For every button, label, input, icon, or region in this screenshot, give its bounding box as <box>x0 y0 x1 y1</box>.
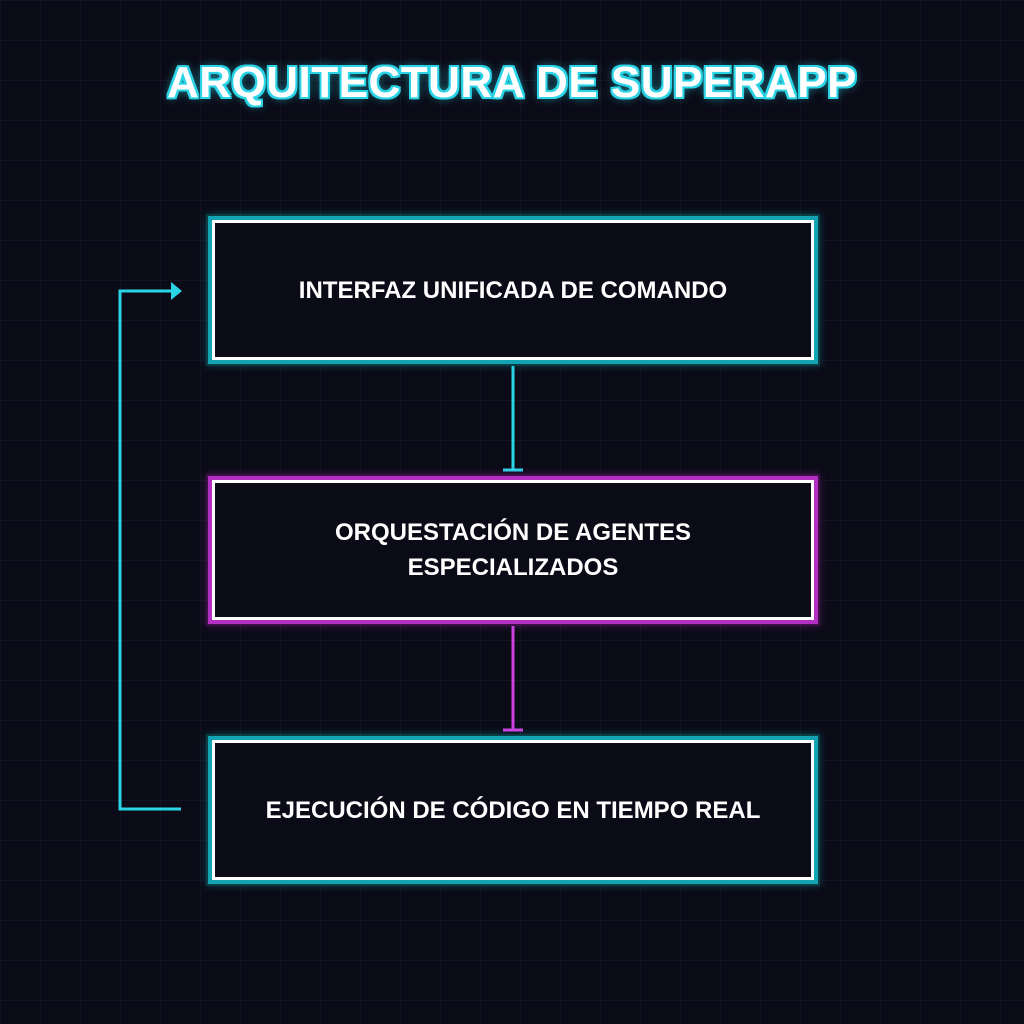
node-ejecucion-codigo: EJECUCIÓN DE CÓDIGO EN TIEMPO REAL <box>212 740 814 880</box>
edge-ejecucion-to-interfaz <box>118 282 182 811</box>
node-interfaz-unificada: INTERFAZ UNIFICADA DE COMANDO <box>212 220 814 360</box>
node-orquestacion-agentes: ORQUESTACIÓN DE AGENTES ESPECIALIZADOS <box>212 480 814 620</box>
arrow-right-icon <box>171 282 182 300</box>
edge-orquestacion-to-ejecucion <box>503 622 523 732</box>
node-label: ORQUESTACIÓN DE AGENTES ESPECIALIZADOS <box>334 519 692 581</box>
feedback-loop-line <box>118 289 181 811</box>
node-label: EJECUCIÓN DE CÓDIGO EN TIEMPO REAL <box>265 796 761 824</box>
diagram-title: ARQUITECTURA DE SUPERAPP <box>167 58 857 107</box>
edge-interfaz-to-orquestacion <box>503 362 523 472</box>
node-label: INTERFAZ UNIFICADA DE COMANDO <box>298 276 728 304</box>
